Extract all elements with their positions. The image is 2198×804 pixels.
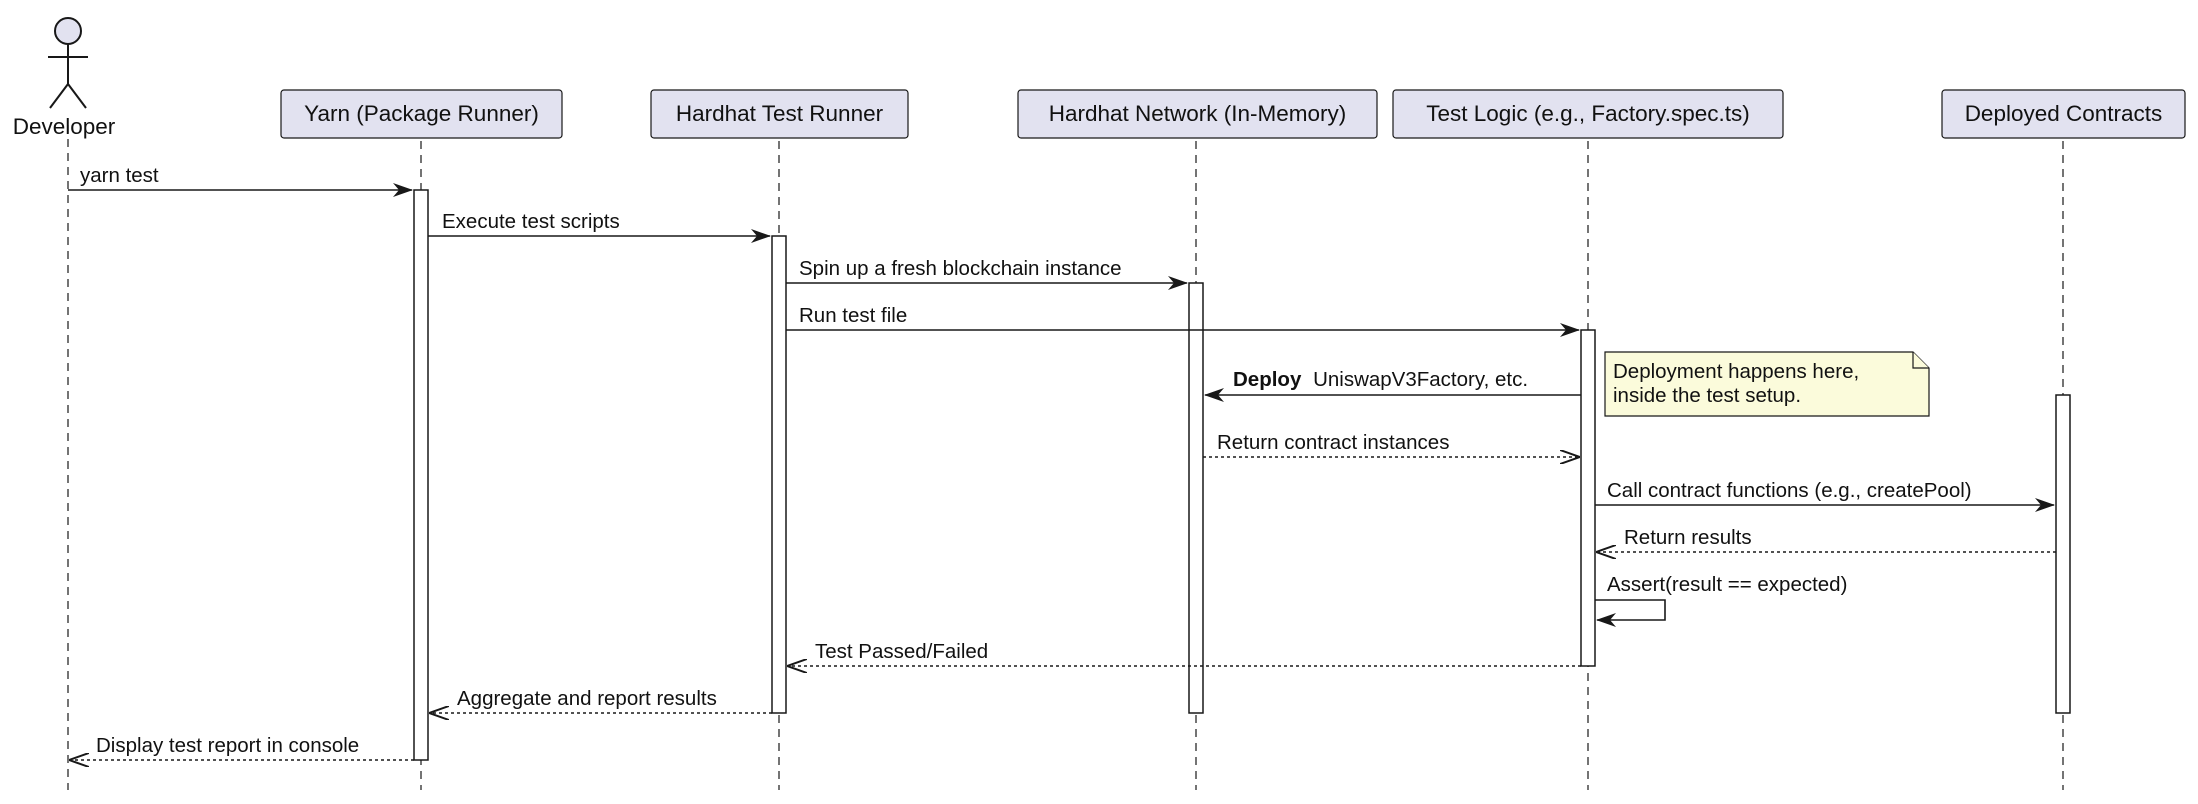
participant-yarn-label: Yarn (Package Runner) — [304, 101, 539, 126]
message-label-test-result: Test Passed/Failed — [815, 640, 988, 663]
participant-hardhat-network-label: Hardhat Network (In-Memory) — [1049, 101, 1347, 126]
message-label-return-instances: Return contract instances — [1217, 431, 1449, 454]
message-label-run-test-file: Run test file — [799, 304, 907, 327]
message-label-display-report: Display test report in console — [96, 734, 359, 757]
message-label-deploy: Deploy UniswapV3Factory, etc. — [1233, 368, 1528, 391]
message-label-return-results: Return results — [1624, 526, 1752, 549]
deployment-note-line2: inside the test setup. — [1613, 384, 1801, 407]
activation-yarn — [413, 189, 429, 761]
participant-deployed-contracts-label: Deployed Contracts — [1965, 101, 2163, 126]
participant-hardhat-network — [1017, 89, 1378, 139]
message-label-deploy-rest: UniswapV3Factory, etc. — [1313, 368, 1528, 391]
participant-test-logic-label: Test Logic (e.g., Factory.spec.ts) — [1426, 101, 1749, 126]
message-label-call-functions: Call contract functions (e.g., createPoo… — [1607, 479, 1972, 502]
activation-test-logic — [1580, 329, 1596, 667]
developer-actor — [48, 17, 88, 109]
activation-hardhat-network — [1188, 282, 1204, 714]
message-label-aggregate: Aggregate and report results — [457, 687, 717, 710]
deployment-note — [1604, 351, 1930, 417]
message-label-yarn-test: yarn test — [80, 164, 159, 187]
message-label-deploy-bold: Deploy — [1233, 368, 1302, 391]
participant-test-logic — [1392, 89, 1784, 139]
participant-deployed-contracts — [1941, 89, 2186, 139]
message-label-assert: Assert(result == expected) — [1607, 573, 1847, 596]
activation-deployed-contracts — [2055, 394, 2071, 714]
message-label-execute-scripts: Execute test scripts — [442, 210, 620, 233]
participant-hardhat-runner — [650, 89, 909, 139]
deployment-note-line1: Deployment happens here, — [1613, 360, 1859, 383]
activation-hardhat-runner — [771, 235, 787, 714]
participant-hardhat-runner-label: Hardhat Test Runner — [676, 101, 884, 126]
message-arrow-assert — [1595, 599, 1666, 627]
participant-yarn — [280, 89, 563, 139]
developer-actor-label: Developer — [13, 114, 116, 139]
message-label-spin-up: Spin up a fresh blockchain instance — [799, 257, 1122, 280]
